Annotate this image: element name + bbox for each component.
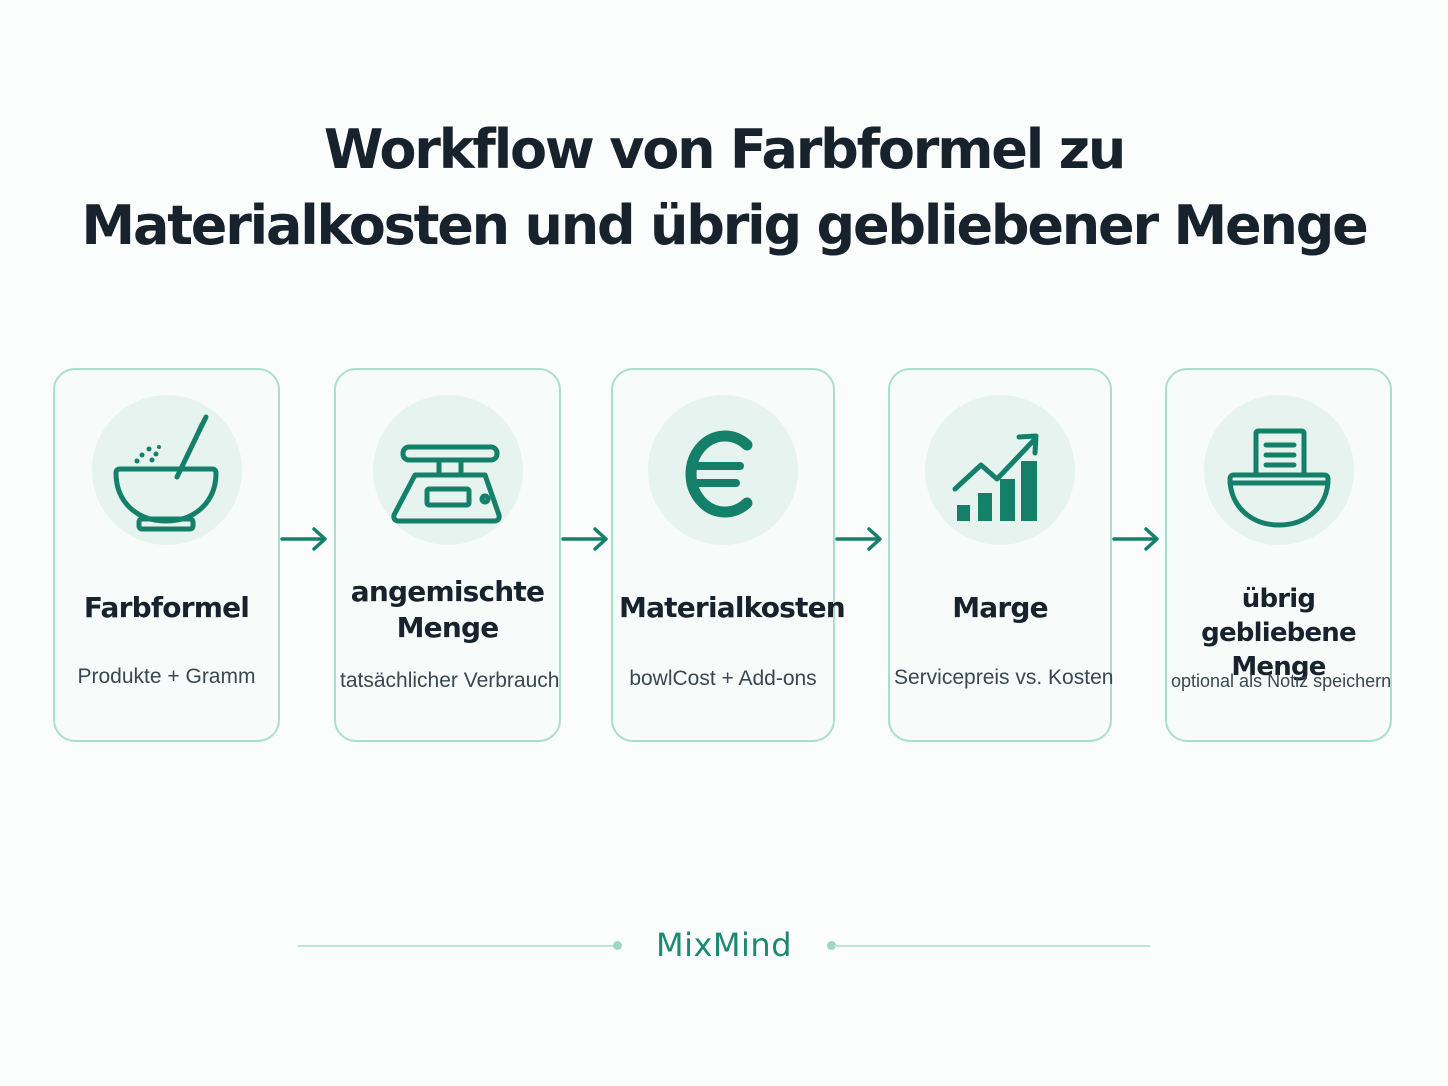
- footer-divider-right: [834, 945, 1150, 947]
- arrow-right-icon: [280, 527, 327, 551]
- footer-dot-right: [827, 941, 836, 950]
- step-card-angemischte-menge: angemischte Menge tatsächlicher Verbrauc…: [334, 368, 561, 742]
- icon-circle: [648, 395, 798, 545]
- step-card-marge: Marge Servicepreis vs. Kosten: [888, 368, 1114, 742]
- step-description: Produkte + Gramm: [77, 665, 256, 688]
- arrow-right-icon: [1112, 527, 1159, 551]
- icon-circle: [372, 395, 523, 545]
- step-description: Servicepreis vs. Kosten: [894, 666, 1114, 689]
- title-line-2: Materialkosten und übrig gebliebener Men…: [81, 194, 1368, 257]
- step-card-materialkosten: Materialkosten bowlCost + Add-ons: [611, 368, 846, 742]
- step-label: Materialkosten: [619, 591, 846, 624]
- step-label: Marge: [952, 591, 1048, 624]
- bowl-note-icon: [1227, 428, 1330, 528]
- step-description: optional als Notiz speichern: [1171, 671, 1392, 691]
- icon-circle: [91, 395, 242, 545]
- step-card-uebrig-gebliebene-menge: übrig gebliebene Menge optional als Noti…: [1165, 368, 1392, 742]
- page-title: Workflow von Farbformel zu Materialkoste…: [0, 112, 1448, 264]
- title-line-1: Workflow von Farbformel zu: [323, 118, 1126, 181]
- mixing-bowl-icon: [113, 414, 218, 532]
- step-description: bowlCost + Add-ons: [629, 667, 817, 690]
- step-card-farbformel: Farbformel Produkte + Gramm: [53, 368, 280, 742]
- growth-chart-icon: [952, 433, 1039, 521]
- step-label: übrig gebliebene Menge: [1201, 584, 1357, 682]
- arrow-right-icon: [561, 527, 608, 551]
- arrow-right-icon: [835, 527, 882, 551]
- icon-circle: [1203, 395, 1354, 545]
- step-description: tatsächlicher Verbrauch: [340, 669, 560, 692]
- step-label: Farbformel: [83, 591, 250, 624]
- step-label: angemischte Menge: [350, 575, 545, 644]
- footer-dot-left: [613, 941, 622, 950]
- icon-circle: [925, 395, 1075, 545]
- footer-divider-left: [298, 945, 616, 947]
- kitchen-scale-icon: [390, 444, 502, 524]
- brand-name: MixMind: [655, 926, 793, 964]
- euro-icon: [685, 430, 753, 518]
